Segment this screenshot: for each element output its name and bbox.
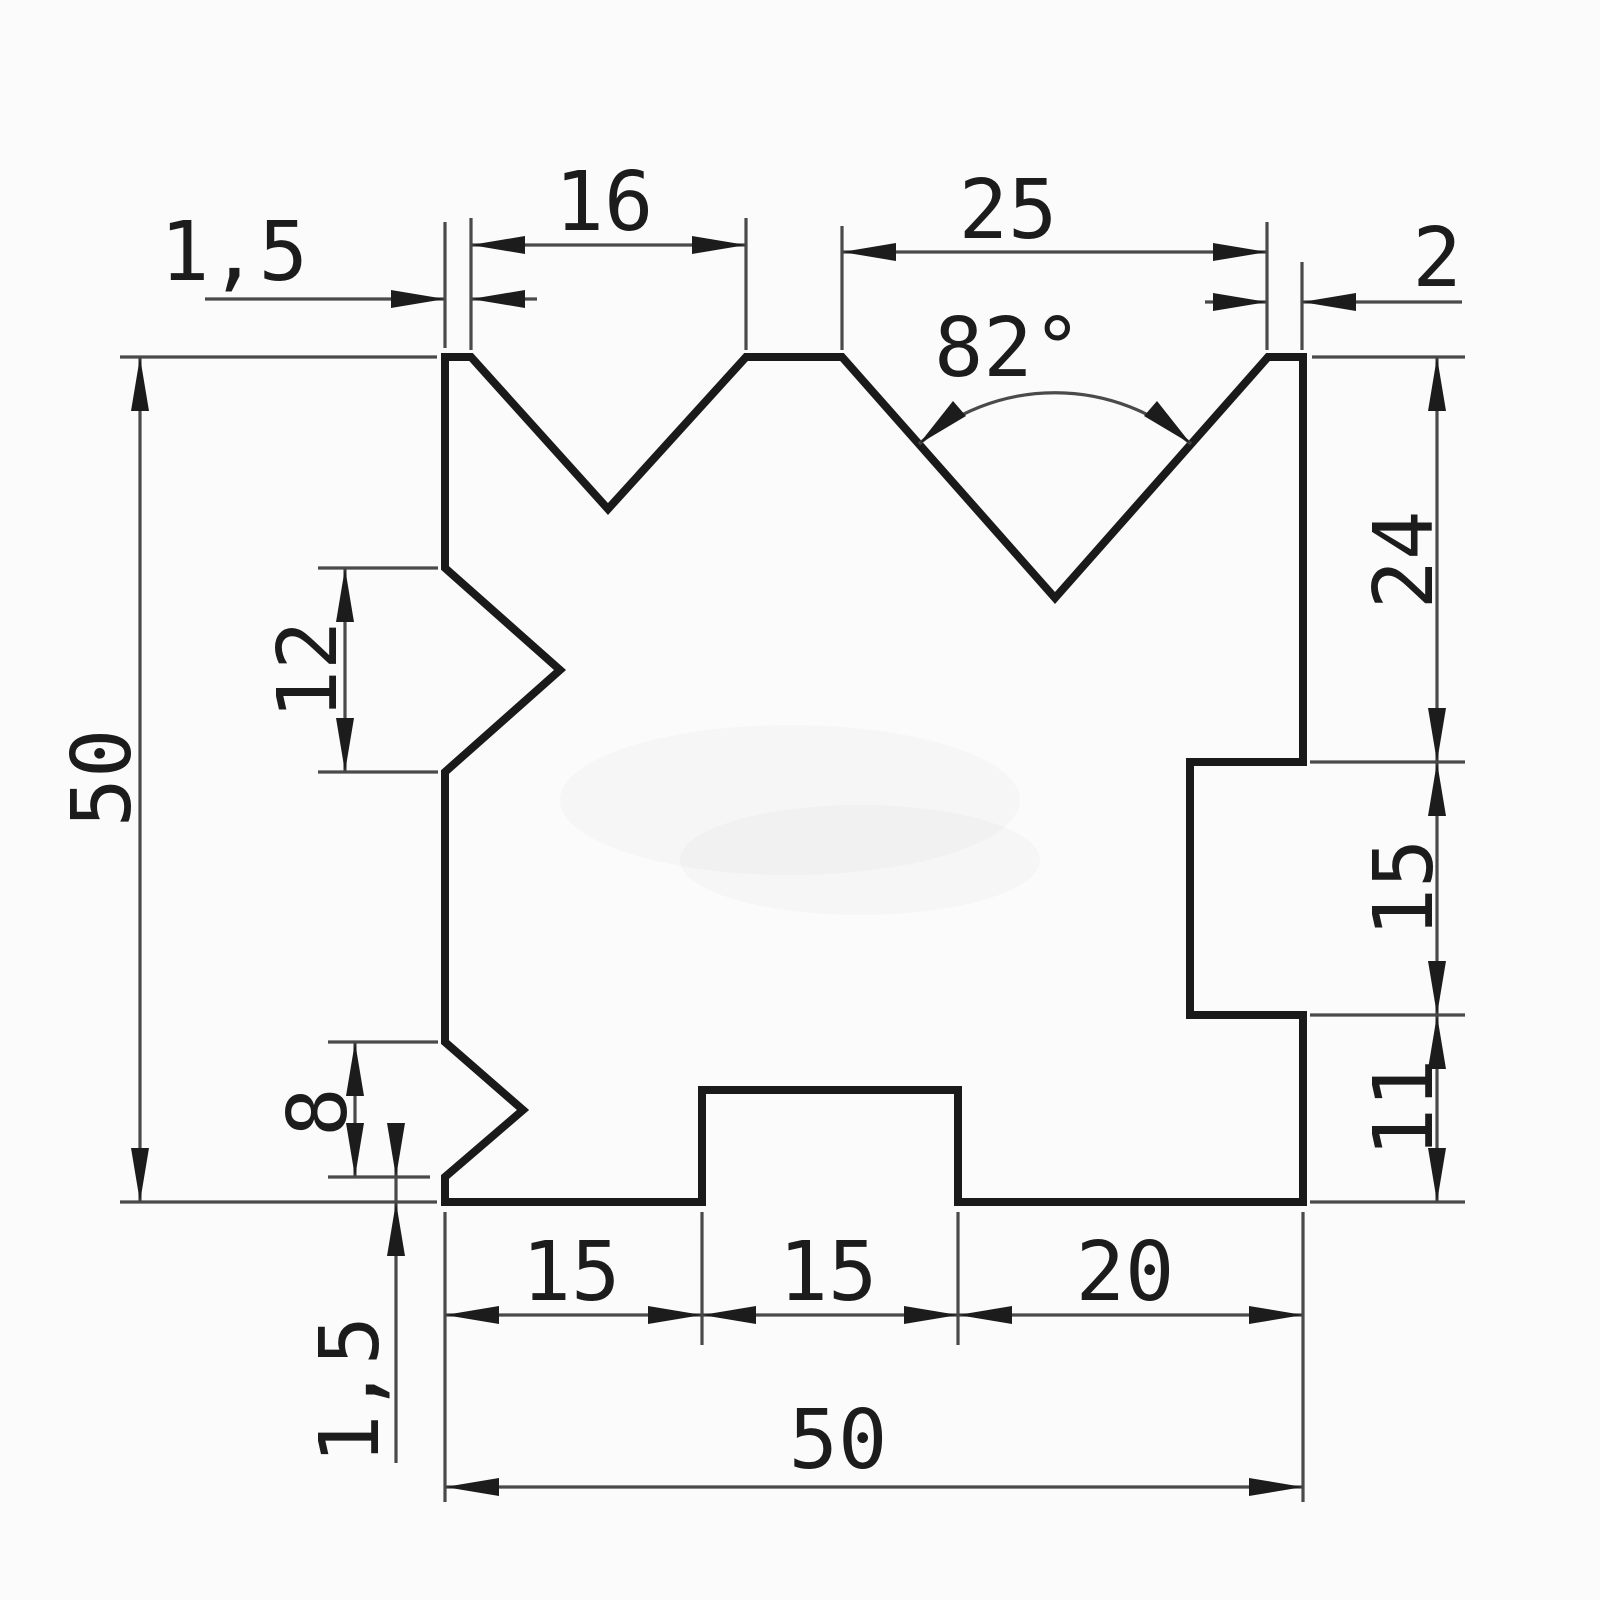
arrowhead	[702, 1306, 756, 1324]
arrowhead	[387, 1123, 405, 1177]
dim-label-top-right-notch-width: 25	[959, 163, 1058, 258]
arrowhead	[919, 401, 966, 444]
arrowhead	[842, 243, 896, 261]
arrowhead	[131, 1148, 149, 1202]
arrowhead	[1428, 708, 1446, 762]
arrowhead	[445, 1306, 499, 1324]
dim-label-bottom-notch-width: 15	[779, 1225, 878, 1320]
arrowhead	[1302, 293, 1356, 311]
dim-label-left-notch-height: 12	[261, 621, 356, 720]
arrowhead	[648, 1306, 702, 1324]
dim-top-left-flat: 1,5	[160, 205, 537, 308]
arrowhead	[1249, 1306, 1303, 1324]
dim-label-left-lower-notch-height: 8	[271, 1087, 366, 1136]
arrowhead	[1213, 293, 1267, 311]
scan-smudge	[680, 805, 1040, 915]
arrowhead	[1213, 243, 1267, 261]
dim-left-notch-height: 12	[261, 568, 356, 772]
arrowhead	[445, 1478, 499, 1496]
dim-label-right-top-to-notch: 24	[1357, 511, 1452, 610]
dim-left-lower-notch-offset: 1,5	[303, 1123, 405, 1464]
dim-overall-width: 50	[445, 1393, 1303, 1496]
dim-label-notch-angle: 82°	[934, 301, 1082, 396]
dim-top-right-notch-width: 25	[842, 163, 1267, 261]
dim-label-left-lower-notch-offset: 1,5	[303, 1316, 398, 1464]
arrowhead	[1428, 357, 1446, 411]
arrowhead	[346, 1042, 364, 1096]
arrowhead	[387, 1202, 405, 1256]
arrowhead	[471, 290, 525, 308]
arrowhead	[336, 568, 354, 622]
dim-label-overall-width: 50	[789, 1393, 888, 1488]
dim-overall-height: 50	[55, 357, 150, 1202]
arrowhead	[346, 1123, 364, 1177]
arrowhead	[1428, 1148, 1446, 1202]
dim-notch-angle: 82°	[917, 301, 1193, 446]
dim-label-top-right-flat: 2	[1412, 211, 1461, 306]
arrowhead	[471, 236, 525, 254]
arrowhead	[1249, 1478, 1303, 1496]
dim-top-right-flat: 2	[1205, 211, 1462, 311]
dim-bottom-chain: 15 15 20	[445, 1225, 1303, 1324]
arrowhead	[958, 1306, 1012, 1324]
dim-label-bottom-left-segment: 15	[522, 1225, 621, 1320]
part-outline	[441, 353, 1307, 1206]
dim-label-bottom-right-segment: 20	[1076, 1225, 1175, 1320]
arrowhead	[1144, 401, 1191, 444]
dim-left-lower-notch-height: 8	[271, 1042, 366, 1177]
arrowhead	[131, 357, 149, 411]
extension-lines	[120, 218, 1465, 1502]
arrowhead	[336, 718, 354, 772]
dim-right-chain: 24 15 11	[1357, 357, 1452, 1202]
scan-smudge	[560, 725, 1020, 875]
dim-label-overall-height: 50	[55, 729, 150, 828]
arrowhead	[904, 1306, 958, 1324]
arrowhead	[692, 236, 746, 254]
dim-top-left-notch-width: 16	[471, 155, 746, 254]
dim-label-right-notch-to-bottom: 11	[1357, 1059, 1452, 1158]
dim-label-top-left-flat: 1,5	[160, 205, 308, 300]
arrowhead	[1428, 961, 1446, 1015]
arrowhead	[1428, 762, 1446, 816]
dim-label-top-left-notch-width: 16	[555, 155, 654, 250]
arrowhead	[391, 290, 445, 308]
arrowhead	[1428, 1015, 1446, 1069]
dim-label-right-notch-height: 15	[1357, 839, 1452, 938]
